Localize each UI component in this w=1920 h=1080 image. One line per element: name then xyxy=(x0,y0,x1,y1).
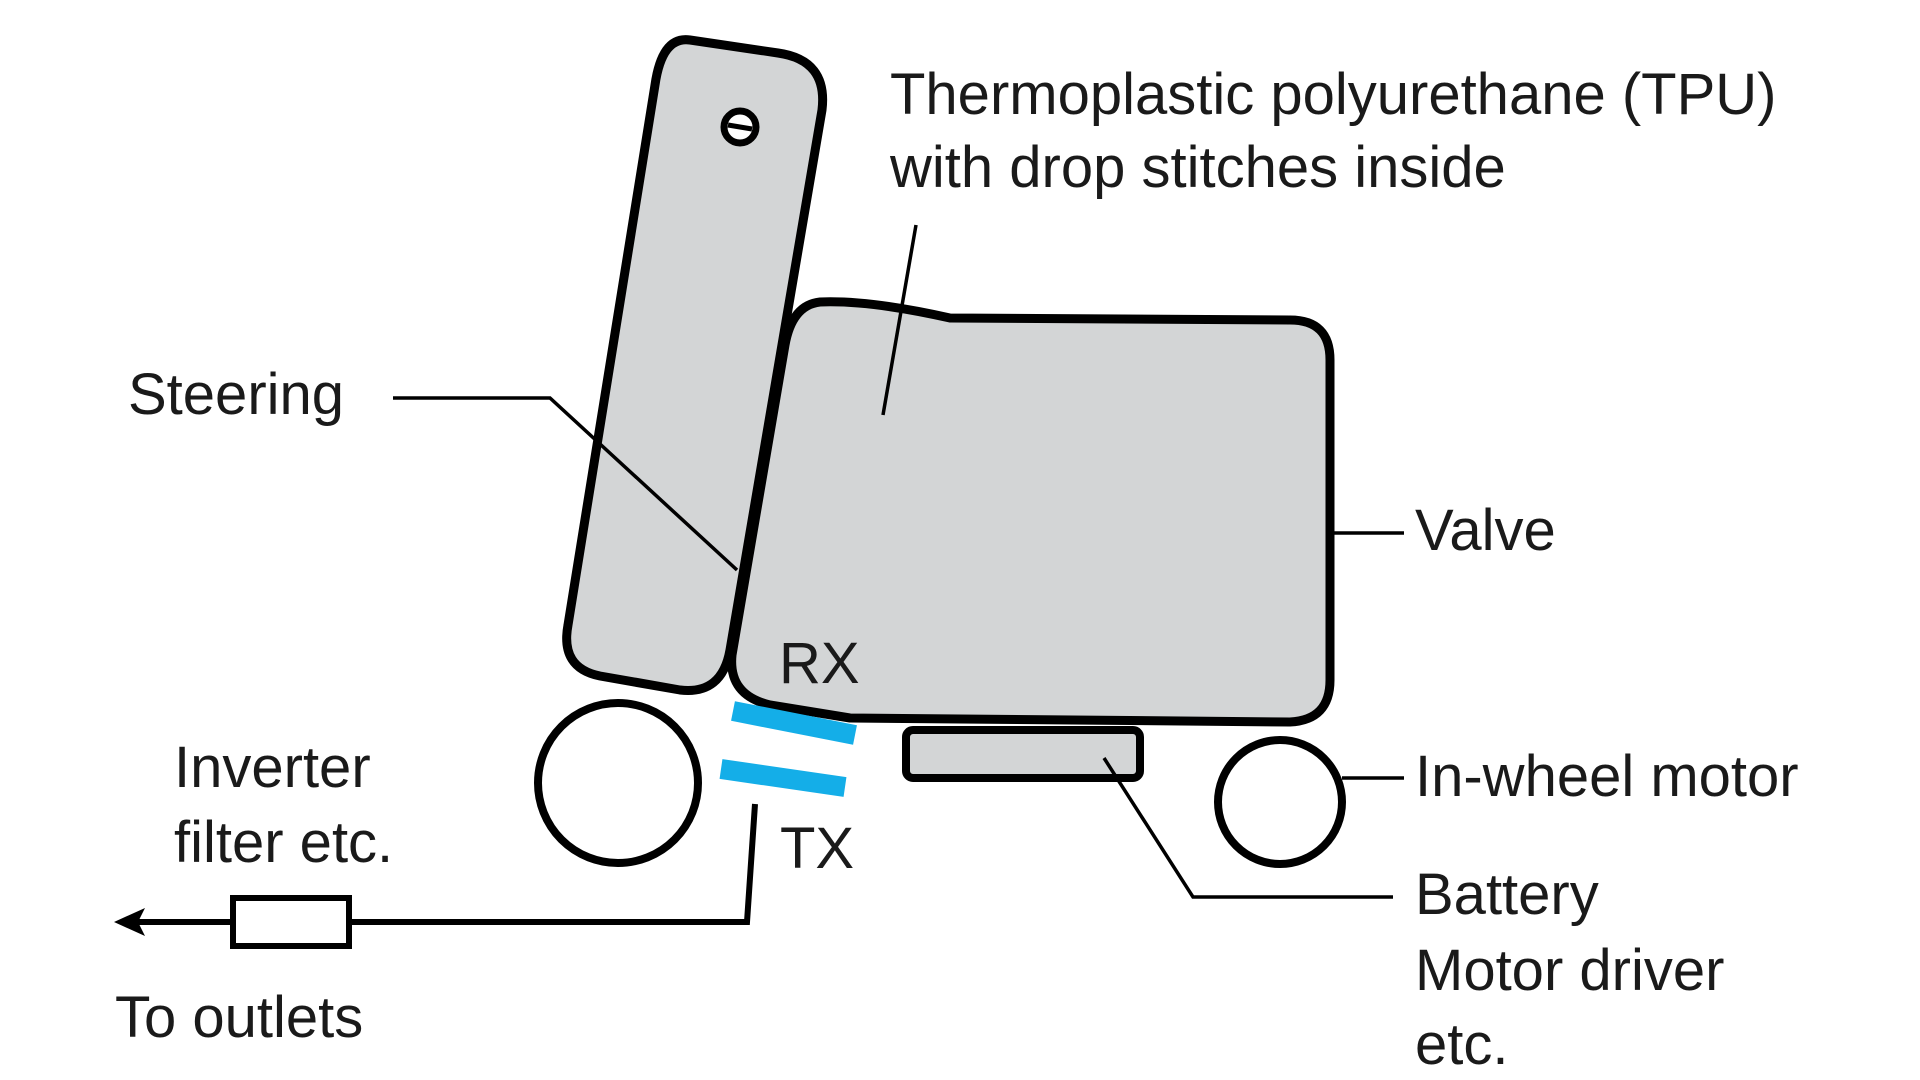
battery-box xyxy=(902,726,1144,782)
label-steering: Steering xyxy=(128,362,344,427)
label-battery-line3: etc. xyxy=(1415,1012,1509,1077)
leader-steering xyxy=(393,396,739,572)
steering-knob-mark xyxy=(727,122,753,132)
label-battery-line2: Motor driver xyxy=(1415,938,1724,1003)
inverter-filter-box xyxy=(230,895,352,949)
label-tx: TX xyxy=(780,816,854,881)
label-valve: Valve xyxy=(1415,498,1556,563)
leader-battery xyxy=(1102,757,1393,899)
outlet-arrow-head xyxy=(114,908,145,936)
front-wheel xyxy=(534,699,702,867)
label-battery-line1: Battery xyxy=(1415,862,1599,927)
backrest xyxy=(562,35,828,695)
seat-body xyxy=(727,297,1335,727)
label-tpu-line1: Thermoplastic polyurethane (TPU) xyxy=(890,62,1776,127)
rear-wheel-in-wheel-motor xyxy=(1214,736,1346,868)
label-inverter-line2: filter etc. xyxy=(174,810,393,875)
tx-cable xyxy=(349,803,758,925)
label-tpu-line2: with drop stitches inside xyxy=(889,135,1506,200)
label-to-outlets: To outlets xyxy=(115,985,363,1050)
label-inverter-line1: Inverter xyxy=(174,735,371,800)
leader-tpu xyxy=(881,224,918,416)
label-in-wheel-motor: In-wheel motor xyxy=(1415,744,1799,809)
label-rx: RX xyxy=(779,631,860,696)
rx-coil xyxy=(731,701,857,745)
tx-coil xyxy=(719,759,847,797)
